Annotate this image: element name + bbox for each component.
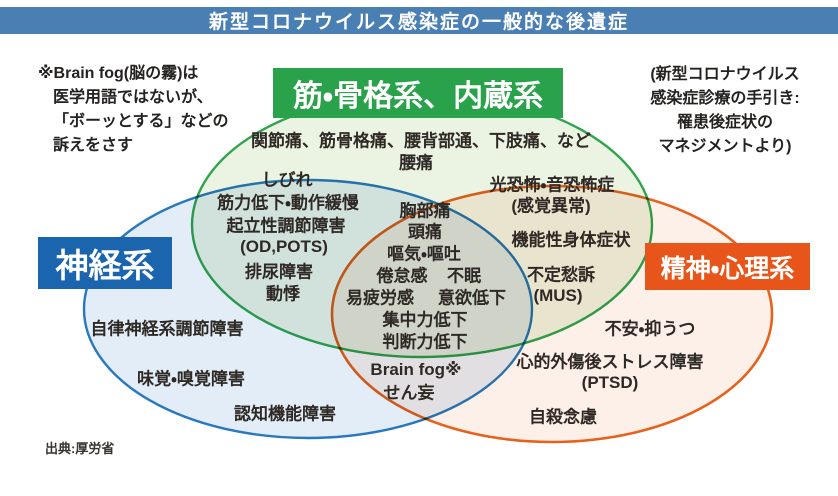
symptom-item: 排尿障害 [245, 262, 313, 282]
footnote-line: ※Brain fog(脳の霧)は [38, 65, 199, 82]
symptom-item: 認知機能障害 [234, 404, 336, 424]
symptom-item: 心的外傷後ストレス障害 [516, 352, 704, 372]
reference-line: 罹患後症状の [676, 114, 773, 131]
symptom-item: Brain fog※ [370, 360, 462, 379]
symptom-item: (OD,POTS) [240, 237, 328, 256]
symptom-item: (感覚異常) [511, 196, 591, 216]
reference-line: マネジメントより) [658, 138, 792, 155]
brain-fog-footnote: ※Brain fog(脳の霧)は 医学用語ではないが、 「ボーッとする」などの … [38, 62, 268, 158]
symptom-item: (PTSD) [581, 373, 639, 392]
symptom-item: 不安・抑うつ [604, 319, 696, 339]
symptom-item: 味覚・嗅覚障害 [137, 369, 245, 389]
symptom-item: 不定愁訴 [527, 265, 595, 285]
symptom-item: せん妄 [383, 383, 435, 403]
symptom-item: 腰痛 [399, 153, 433, 173]
source-credit: 出典:厚労省 [45, 441, 115, 456]
symptom-item: (MUS) [533, 286, 583, 305]
set-label-text: 神経系 [55, 247, 155, 284]
symptom-item: 動悸 [266, 284, 300, 304]
label-psychiatric: 精神・心理系 [645, 243, 810, 290]
symptom-item: 頭痛 [408, 222, 442, 242]
symptom-item: 関節痛、筋骨格痛、腰背部通、下肢痛、など [251, 131, 591, 151]
title-banner: 新型コロナウイルス感染症の一般的な後遺症 [0, 7, 838, 34]
symptom-item: 判断力低下 [382, 332, 468, 352]
set-label-text: 筋・骨格系、内蔵系 [292, 80, 544, 113]
symptom-item: 意欲低下 [438, 288, 506, 308]
symptom-item: 筋力低下・動作緩慢 [217, 193, 359, 213]
reference-line: 感染症診療の手引き: [650, 90, 800, 107]
symptom-item: 集中力低下 [382, 310, 468, 330]
reference-line: (新型コロナウイルス [650, 66, 800, 83]
symptom-item: 自殺念慮 [529, 407, 597, 427]
set-label-text: 精神・心理系 [660, 254, 795, 283]
footnote-line: 訴えをさす [53, 137, 134, 154]
label-musculoskeletal: 筋・骨格系、内蔵系 [273, 68, 563, 118]
symptom-item: 胸部痛 [399, 201, 451, 221]
source-reference-note: (新型コロナウイルス 感染症診療の手引き: 罹患後症状の マネジメントより) [612, 63, 838, 159]
symptom-item: 自律神経系調節障害 [90, 319, 244, 339]
symptom-item: 易疲労感 [346, 288, 414, 308]
symptom-item: 倦怠感 [376, 266, 428, 286]
symptom-item: 機能性身体症状 [511, 230, 631, 250]
symptom-item: 嘔気・嘔吐 [387, 244, 461, 264]
symptom-item: 起立性調節障害 [226, 216, 346, 236]
symptom-item: 不眠 [447, 266, 481, 286]
symptom-item: しびれ [261, 170, 313, 190]
page-title: 新型コロナウイルス感染症の一般的な後遺症 [208, 12, 629, 33]
symptom-item: 光恐怖・音恐怖症 [489, 175, 615, 195]
footnote-line: 医学用語ではないが、 [53, 89, 213, 106]
label-nervous: 神経系 [38, 237, 172, 289]
footnote-line: 「ボーッとする」などの [53, 113, 229, 130]
